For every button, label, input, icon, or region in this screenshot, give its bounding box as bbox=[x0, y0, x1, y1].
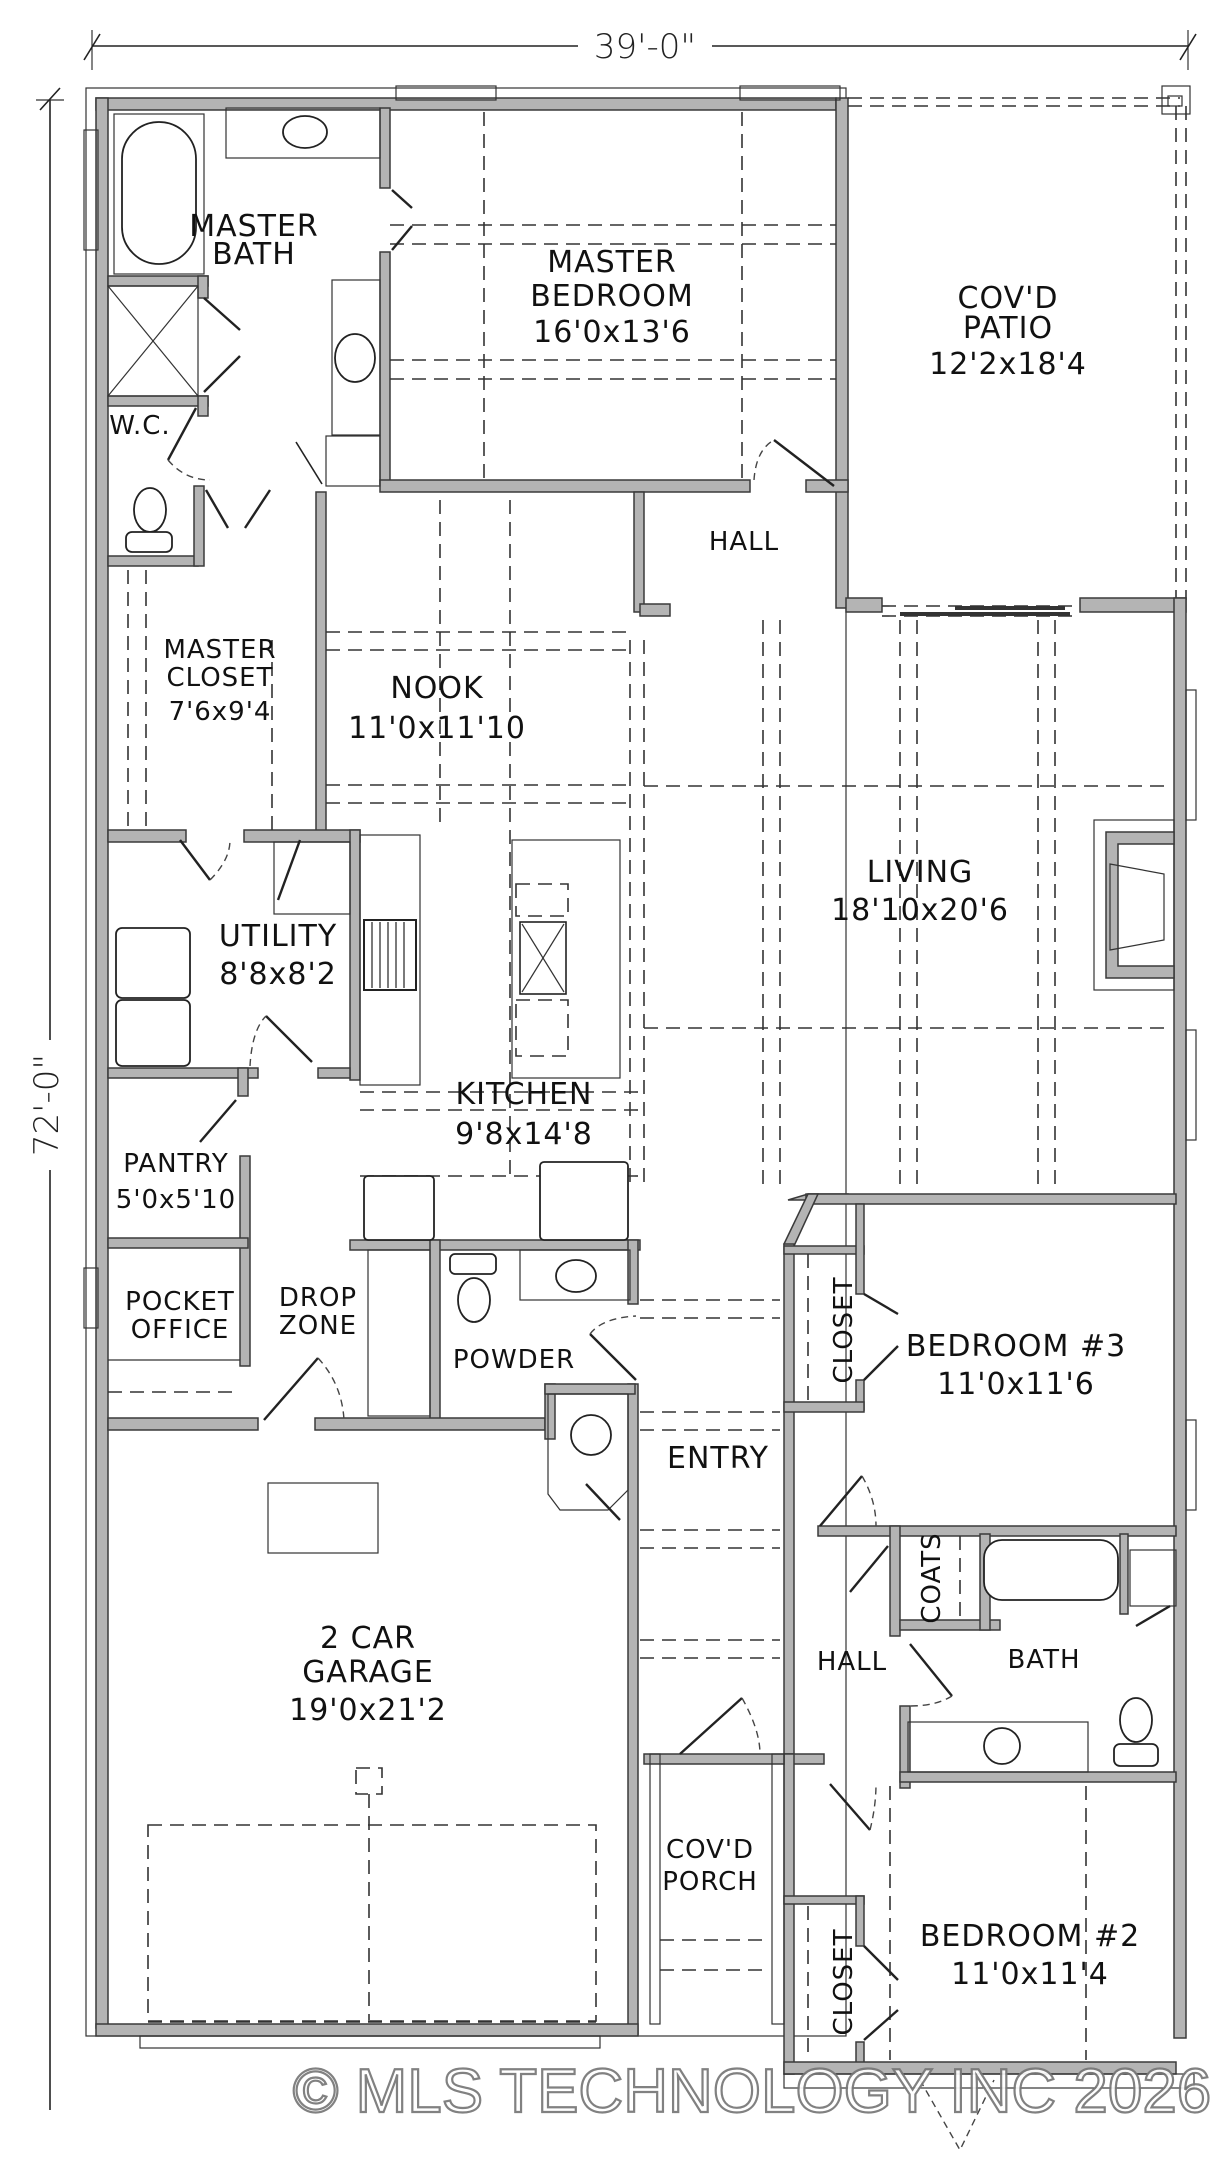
label-living-size: 18'10x20'6 bbox=[831, 893, 1009, 928]
label-master-bedroom-2: BEDROOM bbox=[530, 279, 694, 314]
room-labels: MASTER BATH W.C. MASTER BEDROOM 16'0x13'… bbox=[109, 209, 1140, 2036]
label-bath: BATH bbox=[1007, 1645, 1080, 1675]
label-master-closet-2: CLOSET bbox=[167, 663, 274, 693]
label-coats: COATS bbox=[917, 1532, 947, 1623]
label-kitchen: KITCHEN bbox=[456, 1077, 593, 1112]
overall-depth-label: 72'-0" bbox=[27, 1054, 67, 1156]
doors bbox=[166, 189, 1171, 2152]
label-bedroom-3-size: 11'0x11'6 bbox=[937, 1367, 1095, 1402]
label-drop-zone-1: DROP bbox=[279, 1283, 357, 1313]
label-master-bath-2: BATH bbox=[212, 237, 296, 272]
oven-icon bbox=[539, 1161, 629, 1241]
label-wc: W.C. bbox=[109, 411, 170, 441]
sink-icon bbox=[555, 1259, 597, 1293]
label-master-closet-size: 7'6x9'4 bbox=[169, 697, 272, 727]
toilet-icon bbox=[133, 487, 167, 533]
toilet-icon bbox=[457, 1277, 491, 1323]
label-entry: ENTRY bbox=[667, 1441, 769, 1476]
label-patio-2: PATIO bbox=[963, 311, 1053, 346]
label-powder: POWDER bbox=[453, 1345, 575, 1375]
label-hall-upper: HALL bbox=[709, 527, 779, 557]
label-pantry-size: 5'0x5'10 bbox=[116, 1185, 236, 1215]
dimension-width: 39'-0" bbox=[83, 27, 1197, 70]
label-master-bath-1: MASTER bbox=[189, 209, 319, 244]
dishwasher-icon bbox=[515, 883, 569, 917]
label-living: LIVING bbox=[867, 855, 974, 890]
covered-patio-outline bbox=[848, 85, 1191, 600]
label-master-closet-1: MASTER bbox=[163, 635, 276, 665]
fixtures bbox=[107, 107, 1177, 2060]
tub-icon bbox=[121, 121, 197, 265]
storage-box bbox=[267, 1482, 379, 1554]
label-master-bedroom-1: MASTER bbox=[547, 245, 677, 280]
fireplace bbox=[1093, 819, 1175, 991]
bathtub-icon bbox=[983, 1539, 1119, 1601]
shower-icon bbox=[107, 285, 199, 397]
label-nook: NOOK bbox=[390, 671, 484, 706]
label-porch-1: COV'D bbox=[666, 1835, 754, 1865]
label-closet-bed3: CLOSET bbox=[829, 1277, 859, 1384]
label-kitchen-size: 9'8x14'8 bbox=[455, 1117, 593, 1152]
label-nook-size: 11'0x11'10 bbox=[348, 711, 526, 746]
label-utility-size: 8'8x8'2 bbox=[219, 957, 337, 992]
label-patio-size: 12'2x18'4 bbox=[929, 347, 1087, 382]
right-walls bbox=[845, 597, 1197, 2039]
washer-icon bbox=[115, 999, 191, 1067]
label-garage-1: 2 CAR bbox=[320, 1621, 416, 1656]
sink-icon bbox=[983, 1727, 1021, 1765]
label-garage-2: GARAGE bbox=[302, 1655, 434, 1690]
refrigerator-icon bbox=[363, 1175, 435, 1241]
label-hall-lower: HALL bbox=[817, 1647, 887, 1677]
dryer-icon bbox=[115, 927, 191, 999]
label-pantry: PANTRY bbox=[123, 1149, 228, 1179]
label-pocket-office-1: POCKET bbox=[125, 1287, 235, 1317]
dimension-depth: 72'-0" bbox=[27, 87, 67, 2110]
copyright-watermark: © MLS TECHNOLOGY INC 2026 bbox=[293, 2057, 1212, 2126]
label-porch-2: PORCH bbox=[662, 1867, 758, 1897]
water-heater-icon bbox=[570, 1414, 612, 1456]
label-closet-bed2: CLOSET bbox=[829, 1929, 859, 2036]
label-bedroom-2-size: 11'0x11'4 bbox=[951, 1957, 1109, 1992]
sink-icon bbox=[282, 115, 328, 149]
label-drop-zone-2: ZONE bbox=[279, 1311, 357, 1341]
label-pocket-office-2: OFFICE bbox=[131, 1315, 230, 1345]
label-bedroom-3: BEDROOM #3 bbox=[906, 1329, 1126, 1364]
sink-icon bbox=[334, 333, 376, 383]
label-bedroom-2: BEDROOM #2 bbox=[920, 1919, 1140, 1954]
label-garage-size: 19'0x21'2 bbox=[289, 1693, 447, 1728]
overall-width-label: 39'-0" bbox=[594, 27, 696, 67]
interior-walls bbox=[95, 107, 1195, 2089]
ceiling-lines bbox=[127, 112, 1164, 2060]
label-utility: UTILITY bbox=[219, 919, 337, 954]
label-master-bedroom-size: 16'0x13'6 bbox=[533, 315, 691, 350]
toilet-icon bbox=[1119, 1697, 1153, 1743]
label-patio-1: COV'D bbox=[958, 281, 1059, 316]
